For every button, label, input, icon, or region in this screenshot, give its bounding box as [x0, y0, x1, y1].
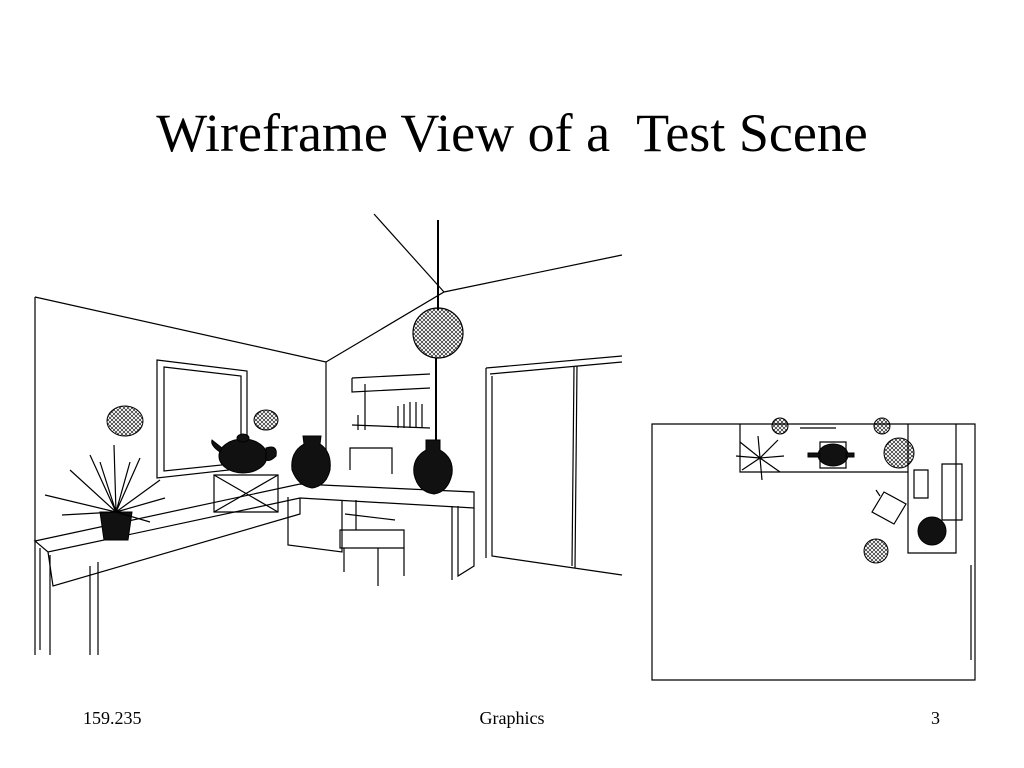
- wall-sconce-right: [253, 409, 279, 431]
- chair: [339, 447, 405, 586]
- wall-shelves: [351, 373, 431, 430]
- course-name: Graphics: [479, 708, 545, 728]
- teapot-on-box: [211, 433, 279, 513]
- perspective-wireframe-view: [33, 213, 623, 655]
- wall-sconce-left: [106, 405, 144, 437]
- vase-right: [413, 439, 453, 495]
- desk: [33, 483, 475, 655]
- plan-top-view: [651, 417, 976, 681]
- vase-middle: [291, 435, 331, 489]
- page-number: 3: [931, 708, 940, 728]
- closet-door: [485, 355, 623, 576]
- potted-plant: [44, 444, 166, 541]
- hanging-lamp: [412, 220, 464, 440]
- room-walls: [34, 213, 623, 655]
- course-code: 159.235: [83, 708, 142, 728]
- slide-title: Wireframe View of a Test Scene: [156, 103, 868, 163]
